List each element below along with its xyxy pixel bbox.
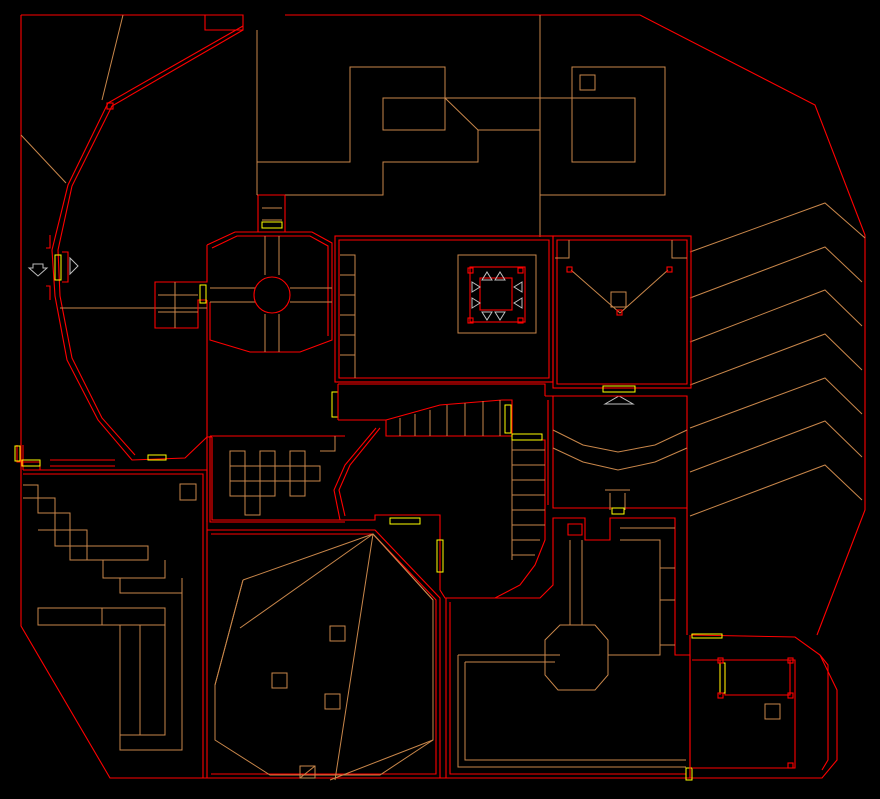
player-arrow-icon — [27, 263, 49, 277]
sw-hexagon-room — [207, 529, 441, 781]
outer-wall-east — [687, 634, 838, 779]
east-curved-room — [545, 395, 688, 515]
ne-triangle-room — [552, 235, 692, 405]
central-stairs — [333, 383, 546, 599]
outer-boundary — [20, 14, 866, 779]
checker-room — [209, 435, 345, 523]
door-west-hall — [54, 254, 62, 281]
sw-stair-room — [23, 469, 208, 778]
north-courtyard — [257, 15, 666, 237]
east-stairs — [689, 202, 866, 517]
main-room — [331, 235, 554, 418]
cross-room — [154, 194, 333, 353]
connectors — [14, 436, 688, 635]
se-room — [689, 633, 829, 778]
nw-curved-hall — [20, 14, 258, 461]
south-octagon-court — [445, 517, 693, 781]
